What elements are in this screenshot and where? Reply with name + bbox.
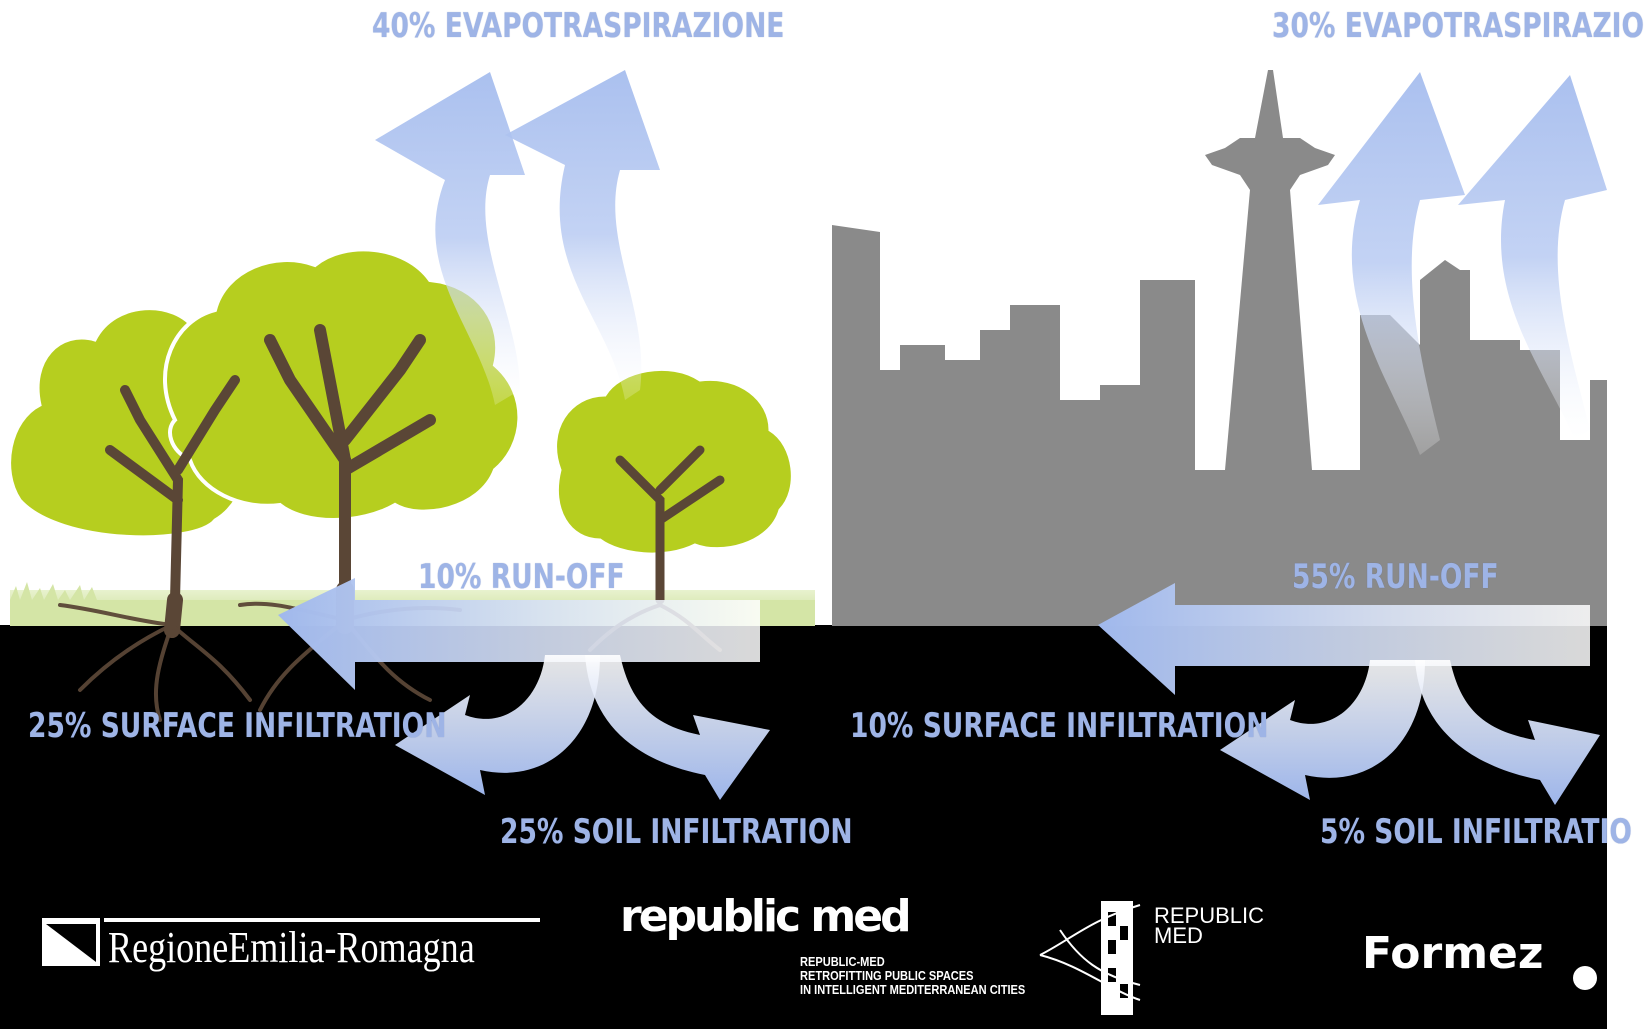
right-soil-infiltration-label: 5% SOIL INFILTRATIO — [1320, 812, 1632, 852]
right-evapotranspiration-label: 30% EVAPOTRASPIRAZIO — [1272, 6, 1644, 46]
right-surface-infiltration-label: 10% SURFACE INFILTRATION — [850, 706, 1269, 746]
formez-dot — [1573, 966, 1597, 990]
left-runoff-arrow — [278, 578, 760, 690]
right-runoff-arrow — [1098, 583, 1590, 695]
left-evapotranspiration-label: 40% EVAPOTRASPIRAZIONE — [372, 6, 785, 46]
water-cycle-infographic: 40% EVAPOTRASPIRAZIONE 30% EVAPOTRASPIRA… — [0, 6, 1644, 1029]
trees — [8, 247, 794, 722]
republicmed-wordmark: republic med — [620, 891, 912, 942]
republic-med-mark-line-2: MED — [1154, 923, 1203, 948]
right-runoff-label: 55% RUN-OFF — [1292, 557, 1499, 597]
republicmed-caption-line-3: IN INTELLIGENT MEDITERRANEAN CITIES — [800, 982, 1026, 997]
regione-emilia-romagna-logo: RegioneEmilia-Romagna — [108, 923, 475, 972]
republic-med-mark-text: REPUBLIC MED — [1154, 903, 1265, 948]
left-runoff-label: 10% RUN-OFF — [418, 557, 625, 597]
left-evapo-arrows — [375, 70, 660, 405]
city-skyline — [832, 70, 1607, 626]
republicmed-caption-line-1: REPUBLIC-MED — [800, 954, 885, 969]
formez-logo: Formez — [1362, 928, 1544, 979]
right-infiltration-arrows — [1220, 660, 1600, 805]
left-surface-infiltration-label: 25% SURFACE INFILTRATION — [28, 706, 447, 746]
left-infiltration-arrows — [395, 655, 770, 800]
republic-med-building-icon — [1039, 901, 1141, 1015]
regione-logo-mark — [42, 918, 540, 966]
right-evapo-arrows — [1318, 72, 1607, 455]
republicmed-caption-line-2: RETROFITTING PUBLIC SPACES — [800, 968, 974, 983]
republicmed-caption: REPUBLIC-MED RETROFITTING PUBLIC SPACES … — [800, 955, 1025, 997]
diagram-art — [0, 70, 1607, 1029]
left-soil-infiltration-label: 25% SOIL INFILTRATION — [500, 812, 853, 852]
republic-med-mark-line-1: REPUBLIC — [1154, 903, 1265, 928]
